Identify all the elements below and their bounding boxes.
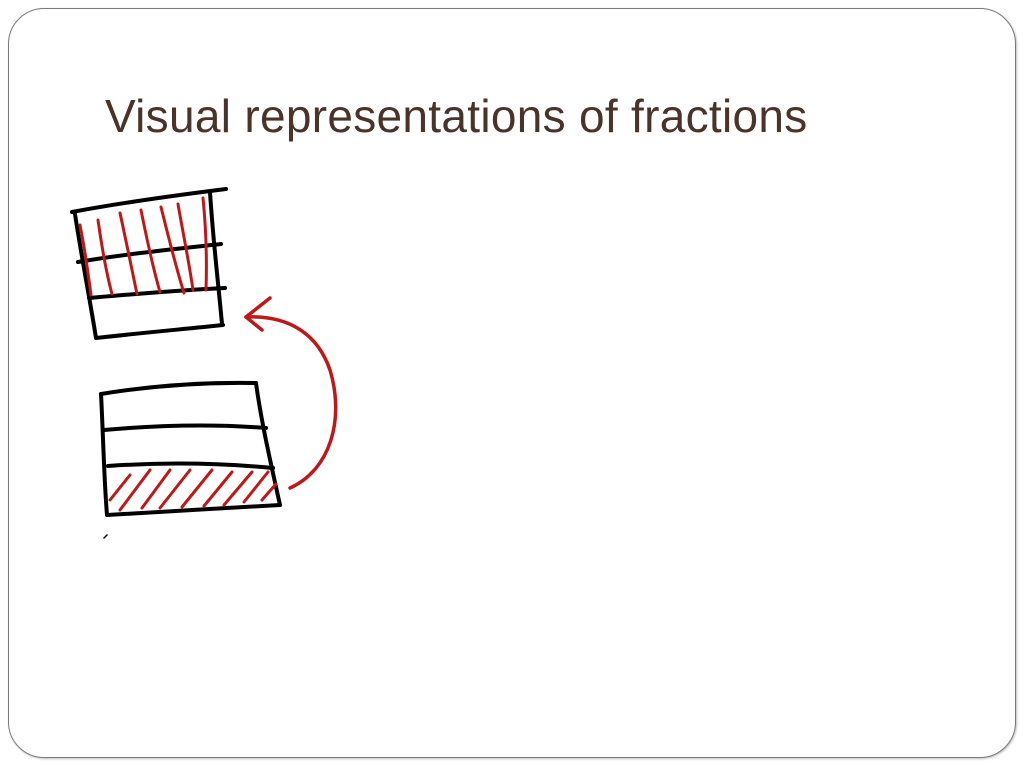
bottom-rect-shading	[108, 468, 278, 512]
top-rect-top-edge	[70, 187, 228, 214]
bottom-rect-top-edge	[99, 380, 258, 396]
stray-pen-mark	[103, 534, 108, 539]
slide-frame	[8, 8, 1016, 758]
slide-title: Visual representations of fractions	[105, 90, 808, 142]
curved-arrow-icon	[244, 296, 338, 490]
top-rect-left-edge	[73, 212, 98, 340]
top-rect-divider-2	[87, 286, 227, 300]
bottom-fraction-rectangle	[99, 380, 282, 517]
bottom-rect-left-edge	[99, 392, 109, 517]
bottom-rect-right-edge	[254, 381, 282, 507]
top-rect-right-edge	[208, 190, 224, 326]
top-rect-bottom-edge	[94, 323, 225, 340]
bottom-rect-divider-1	[102, 423, 268, 432]
bottom-rect-bottom-edge	[105, 503, 282, 517]
top-rect-shading	[78, 196, 208, 297]
arrow-head	[244, 296, 272, 332]
bottom-rect-divider-2	[106, 461, 275, 470]
arrow-curve	[244, 315, 338, 490]
